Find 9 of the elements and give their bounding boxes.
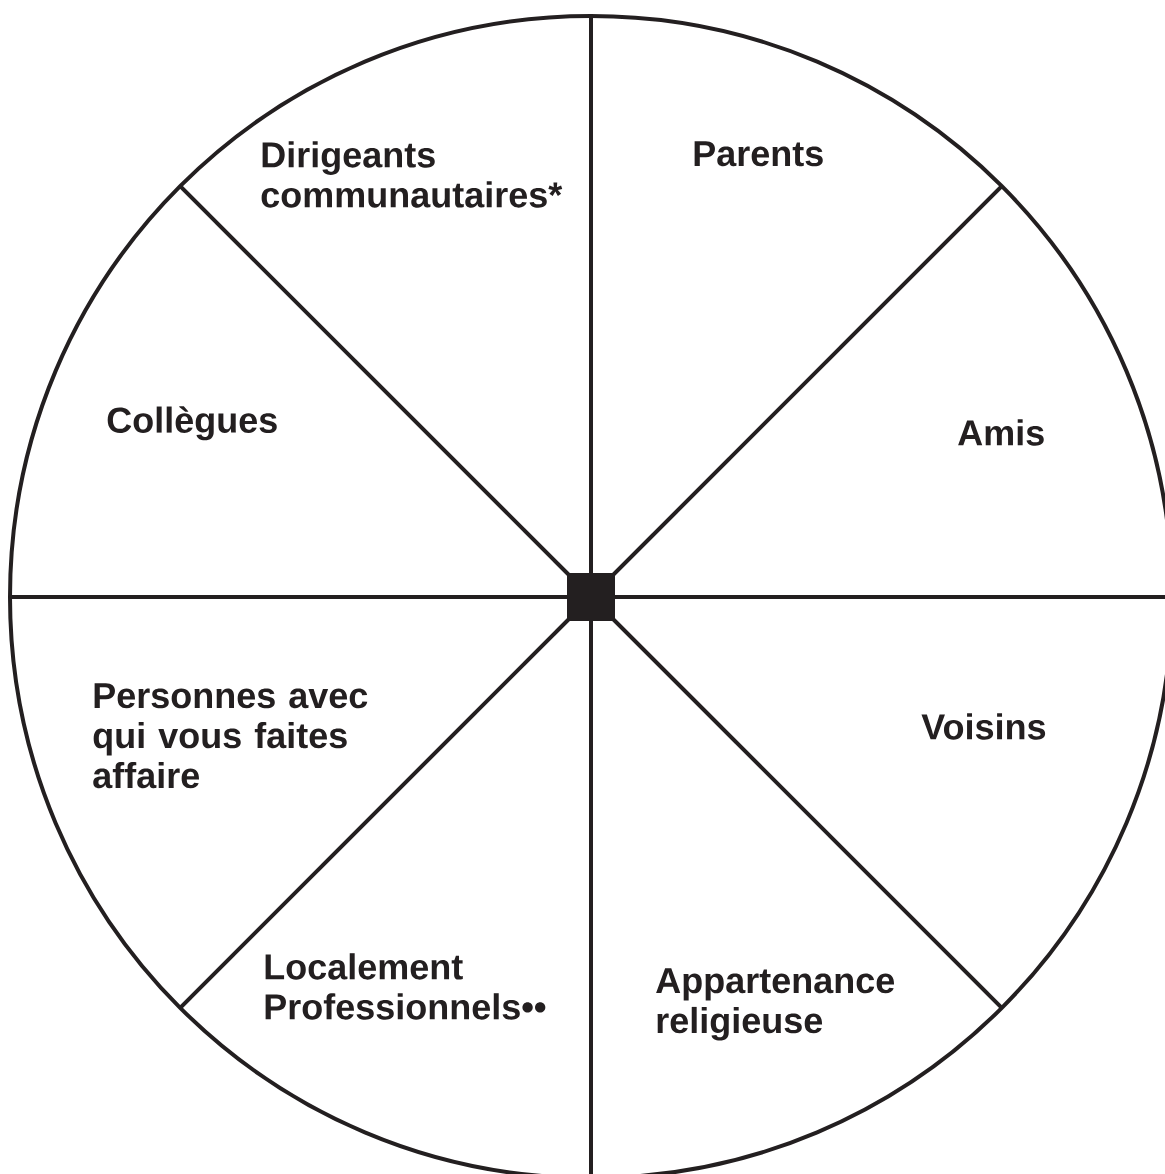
sector-label: Localement Professionnels•• bbox=[265, 953, 546, 1020]
sector-label: Voisins bbox=[921, 713, 1046, 740]
sector-label: Parents bbox=[694, 141, 823, 167]
sector-label: Dirigeants communautaires* bbox=[261, 141, 563, 208]
sector-label: Collègues bbox=[107, 406, 277, 441]
center-square bbox=[567, 573, 615, 621]
sector-label: Personnes avec qui vous faites affaire bbox=[93, 683, 368, 789]
sector-label: Appartenance religieuse bbox=[656, 968, 895, 1041]
sector-label: Amis bbox=[958, 419, 1044, 446]
